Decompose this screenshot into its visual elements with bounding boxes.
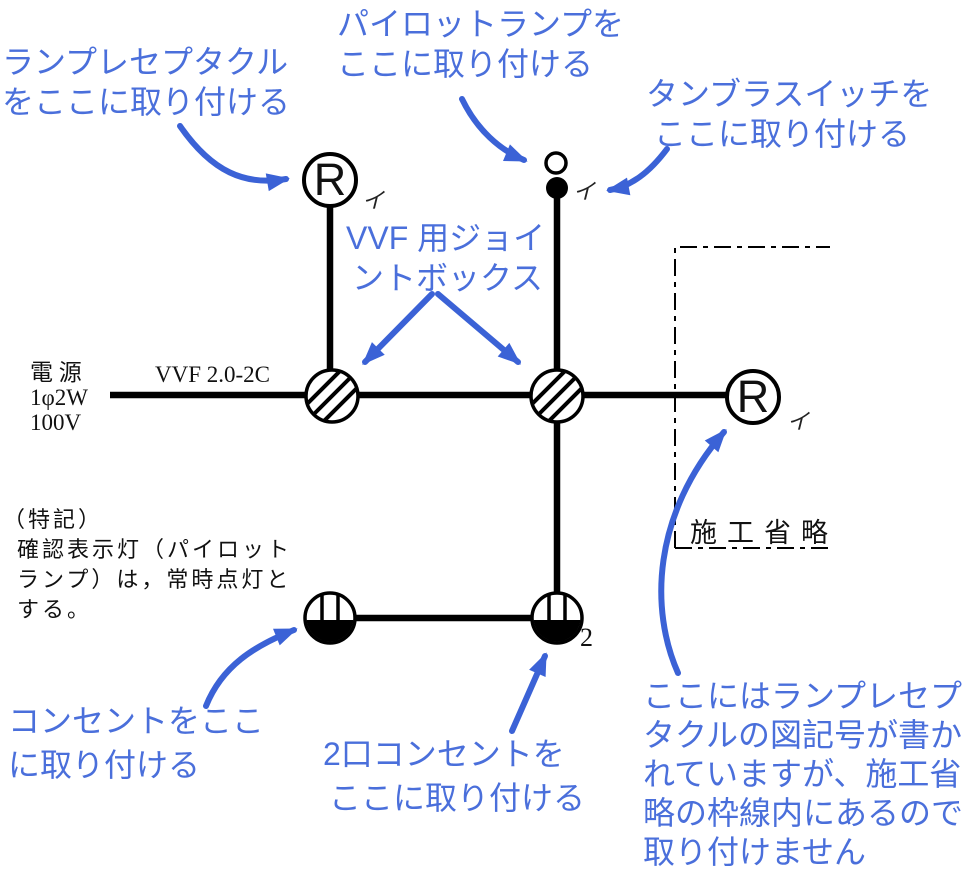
annotation-line: タクルの図記号が書か [643, 717, 963, 753]
arrow-to-pilot-lamp [459, 96, 528, 163]
outlet-icon-double [530, 591, 584, 645]
arrow-to-omitted-receptacle [658, 428, 727, 676]
annotation-tumbler-switch: タンブラスイッチを ここに取り付ける [646, 74, 932, 154]
arrow-to-double-outlet [509, 652, 548, 734]
annotation-outlet: コンセントをここ に取り付ける [8, 699, 264, 787]
special-note: （特記） 確認表示灯（パイロット ランプ）は，常時点灯と する。 [3, 505, 292, 625]
power-source-line: 1φ2W [30, 385, 88, 410]
annotation-omitted-receptacle: ここにはランプレセプ タクルの図記号が書か れていますが、施工省 略の枠線内にあ… [643, 677, 963, 872]
joint-box-icon-left [304, 368, 360, 424]
annotation-line: ここに取り付ける [654, 116, 911, 152]
cable-type-label: VVF 2.0-2C [155, 362, 271, 387]
annotation-line: パイロットランプを [337, 6, 625, 42]
construction-omitted-label: 施工省略 [690, 518, 838, 548]
annotation-line: ここにはランプレセプ [643, 678, 963, 714]
tumbler-switch-icon [546, 177, 568, 199]
annotation-line: ここに取り付ける [337, 46, 594, 82]
construction-omitted-boundary [674, 246, 830, 549]
power-source-line: 100V [30, 410, 82, 435]
annotation-lamp-receptacle: ランプレセプタクル をここに取り付ける [2, 42, 290, 122]
outlet-port-count-label: 2 [580, 623, 593, 652]
annotation-joint-box: VVF 用ジョイ ントボックス [346, 218, 545, 298]
lamp-receptacle-icon-right [725, 369, 781, 425]
annotation-pilot-lamp: パイロットランプを ここに取り付ける [337, 4, 624, 84]
arrow-to-joint-box-left [362, 291, 435, 365]
joint-box-icon-right [529, 368, 585, 424]
annotation-line: をここに取り付ける [2, 84, 291, 120]
annotation-line: に取り付ける [8, 747, 201, 783]
circuit-mark-receptacle-right: イ [787, 409, 810, 434]
lamp-receptacle-icon-top [302, 152, 358, 208]
annotation-line: れていますが、施工省 [643, 756, 962, 792]
annotation-line: ランプレセプタクル [2, 44, 289, 80]
special-note-line: する。 [17, 597, 93, 622]
power-source-line: 電 源 [30, 360, 82, 385]
pilot-lamp-icon [544, 151, 568, 175]
arrow-to-outlet [203, 627, 298, 709]
power-source-label: 電 源 1φ2W 100V [30, 360, 88, 435]
annotation-line: VVF 用ジョイ [346, 220, 546, 256]
special-note-title: （特記） [3, 507, 104, 532]
arrow-to-joint-box-right [435, 291, 522, 365]
arrow-to-lamp-receptacle [177, 123, 290, 192]
annotation-line: コンセントをここ [8, 703, 265, 739]
annotation-line: 取り付けません [643, 834, 867, 870]
wiring-lines [110, 197, 727, 622]
annotation-line: ここに取り付ける [329, 780, 586, 816]
arrow-to-tumbler-switch [606, 146, 670, 196]
annotation-line: 略の枠線内にあるので [643, 795, 964, 831]
special-note-line: 確認表示灯（パイロット [17, 537, 293, 562]
annotation-line: ントボックス [352, 260, 544, 296]
circuit-mark-switch: イ [573, 179, 596, 204]
outlet-icon-left [303, 591, 357, 645]
receptacle-letter-right: R [736, 371, 770, 422]
special-note-line: ランプ）は，常時点灯と [17, 567, 292, 592]
annotation-two-port-outlet: 2口コンセントを ここに取り付ける [323, 732, 585, 820]
annotation-line: タンブラスイッチを [646, 76, 933, 112]
circuit-mark-receptacle-top: イ [362, 188, 385, 213]
receptacle-letter-top: R [313, 154, 347, 205]
annotation-line: 2口コンセントを [323, 736, 565, 772]
